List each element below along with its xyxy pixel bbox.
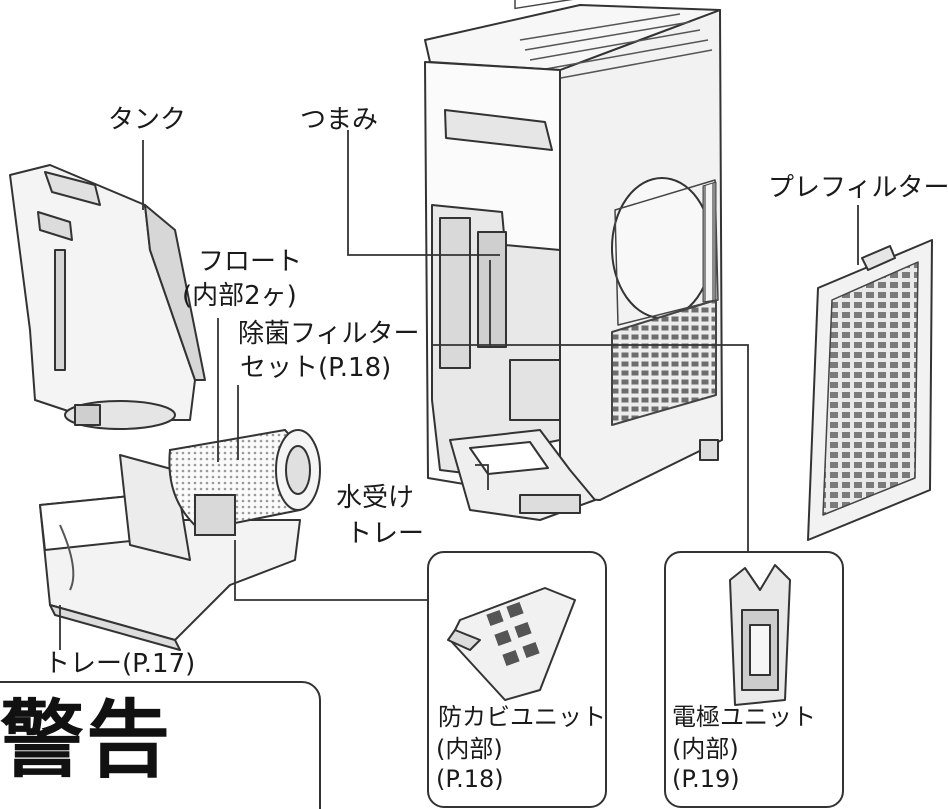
label-mold-unit-line2: (内部) — [436, 735, 503, 763]
label-tray: トレー(P.17) — [44, 649, 196, 679]
warning-heading: 警告 — [0, 691, 173, 789]
label-filter-line1: 除菌フィルター — [238, 319, 420, 349]
label-float-line2: (内部2ヶ) — [182, 281, 297, 311]
label-electrode-line1: 電極ユニット — [672, 703, 816, 731]
label-mold-unit-line1: 防カビユニット — [438, 703, 606, 731]
label-float-line1: フロート — [198, 247, 303, 277]
label-tank: タンク — [108, 105, 187, 135]
label-mold-unit-line3: (P.18) — [436, 765, 504, 793]
label-prefilter: プレフィルター — [768, 173, 948, 203]
label-electrode-line3: (P.19) — [672, 765, 740, 793]
leader-lines — [59, 130, 859, 650]
label-knob: つまみ — [300, 105, 379, 135]
main-unit — [424, 0, 723, 521]
label-filter-line2: セット(P.18) — [240, 353, 392, 383]
label-water-tray-line2: トレー — [346, 519, 425, 549]
electrode-unit-inset — [664, 551, 844, 808]
mold-unit-illustration — [447, 587, 576, 701]
label-water-tray-line1: 水受け — [336, 483, 415, 513]
mold-unit-inset — [427, 551, 607, 808]
filter-set — [168, 428, 321, 536]
electrode-unit-illustration — [729, 564, 791, 706]
warning-box — [0, 681, 321, 809]
prefilter — [807, 239, 933, 541]
label-electrode-line2: (内部) — [672, 735, 739, 763]
tank — [9, 164, 206, 430]
